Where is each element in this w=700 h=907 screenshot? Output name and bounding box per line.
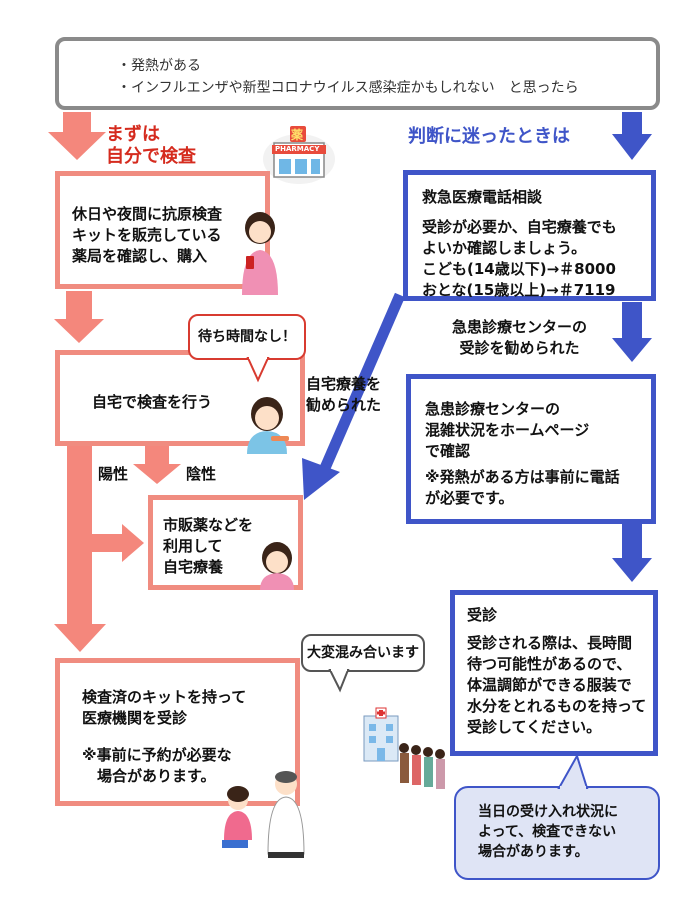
- pharmacy-kit-text: 休日や夜間に抗原検査 キットを販売している 薬局を確認し、購入: [72, 205, 223, 265]
- woman-resting-icon: [255, 540, 300, 590]
- label-recommended-center: 急患診療センターの 受診を勧められた: [452, 318, 588, 357]
- label-negative: 陰性: [186, 465, 217, 483]
- crowded-bubble-tail: [328, 667, 350, 693]
- condition-suspect: ・インフルエンザや新型コロナウイルス感染症かもしれない と思ったら: [117, 80, 579, 96]
- clinic-visit-text: 検査済のキットを持って 医療機関を受診: [82, 688, 247, 727]
- right-top-arrow: [612, 112, 652, 160]
- center-status-body: 急患診療センターの 混雑状況をホームページ で確認: [425, 400, 590, 460]
- emergency-phone-box: 救急医療電話相談 受診が必要か、自宅療養でも よいか確認しましょう。 こども(1…: [403, 170, 656, 301]
- doctor-patient-icon: [218, 770, 313, 860]
- consultation-title: 受診: [467, 606, 498, 624]
- left-heading: まずは 自分で検査: [106, 124, 196, 167]
- center-recommended-arrow: [612, 302, 652, 362]
- negative-arrow: [133, 446, 181, 484]
- label-positive: 陽性: [98, 465, 129, 483]
- top-condition-box: ・発熱がある ・インフルエンザや新型コロナウイルス感染症かもしれない と思ったら: [55, 37, 660, 110]
- home-care-text: 市販薬などを 利用して 自宅療養: [163, 516, 254, 576]
- condition-fever: ・発熱がある: [117, 58, 201, 74]
- status-bubble: 当日の受け入れ状況に よって、検査できない 場合があります。: [454, 786, 660, 880]
- consult-arrow: [612, 524, 652, 582]
- left-arrow-2: [54, 291, 104, 343]
- home-test-text: 自宅で検査を行う: [92, 393, 213, 411]
- pharmacy-kanji: 薬: [291, 128, 304, 142]
- home-care-diagonal-arrow: [302, 292, 406, 500]
- label-recommended-home: 自宅療養を 勧められた: [306, 375, 382, 414]
- no-wait-bubble-tail: [246, 355, 270, 383]
- right-heading: 判断に迷ったときは: [408, 126, 570, 147]
- consultation-body: 受診される際は、長時間 待つ可能性があるので、 体温調節ができる服装で 水分をと…: [467, 634, 647, 736]
- side-arrow-home-care: [90, 524, 144, 562]
- positive-shaft: [67, 446, 92, 626]
- no-wait-text: 待ち時間なし！: [198, 329, 296, 345]
- pharmacy-icon: PHARMACY 薬: [262, 123, 337, 185]
- clinic-visit-box: 検査済のキットを持って 医療機関を受診 ※事前に予約が必要な 場合があります。: [55, 658, 300, 806]
- clinic-reservation-note: ※事前に予約が必要な 場合があります。: [82, 746, 232, 785]
- queue-people-icon: [398, 740, 450, 792]
- emergency-phone-body: 受診が必要か、自宅療養でも よいか確認しましょう。 こども(14歳以下)→＃80…: [422, 218, 617, 299]
- consultation-box: 受診 受診される際は、長時間 待つ可能性があるので、 体温調節ができる服装で 水…: [450, 590, 658, 756]
- woman-thermometer-icon: [237, 394, 297, 454]
- emergency-phone-title: 救急医療電話相談: [422, 188, 543, 206]
- hospital-icon: [362, 707, 402, 763]
- center-status-box: 急患診療センターの 混雑状況をホームページ で確認 ※発熱がある方は事前に電話 …: [406, 374, 656, 524]
- pharmacy-sign: PHARMACY: [275, 145, 320, 153]
- status-bubble-text: 当日の受け入れ状況に よって、検査できない 場合があります。: [478, 804, 618, 860]
- no-wait-bubble: 待ち時間なし！: [188, 314, 306, 360]
- center-phone-note: ※発熱がある方は事前に電話 が必要です。: [425, 468, 620, 507]
- status-bubble-tail: [557, 753, 589, 792]
- crowded-text: 大変混み合います: [307, 645, 419, 661]
- woman-phone-icon: [234, 210, 284, 295]
- positive-arrow-head: [54, 624, 106, 652]
- crowded-bubble: 大変混み合います: [301, 634, 425, 672]
- pharmacy-kit-box: 休日や夜間に抗原検査 キットを販売している 薬局を確認し、購入: [55, 171, 270, 289]
- left-top-arrow: [48, 112, 106, 160]
